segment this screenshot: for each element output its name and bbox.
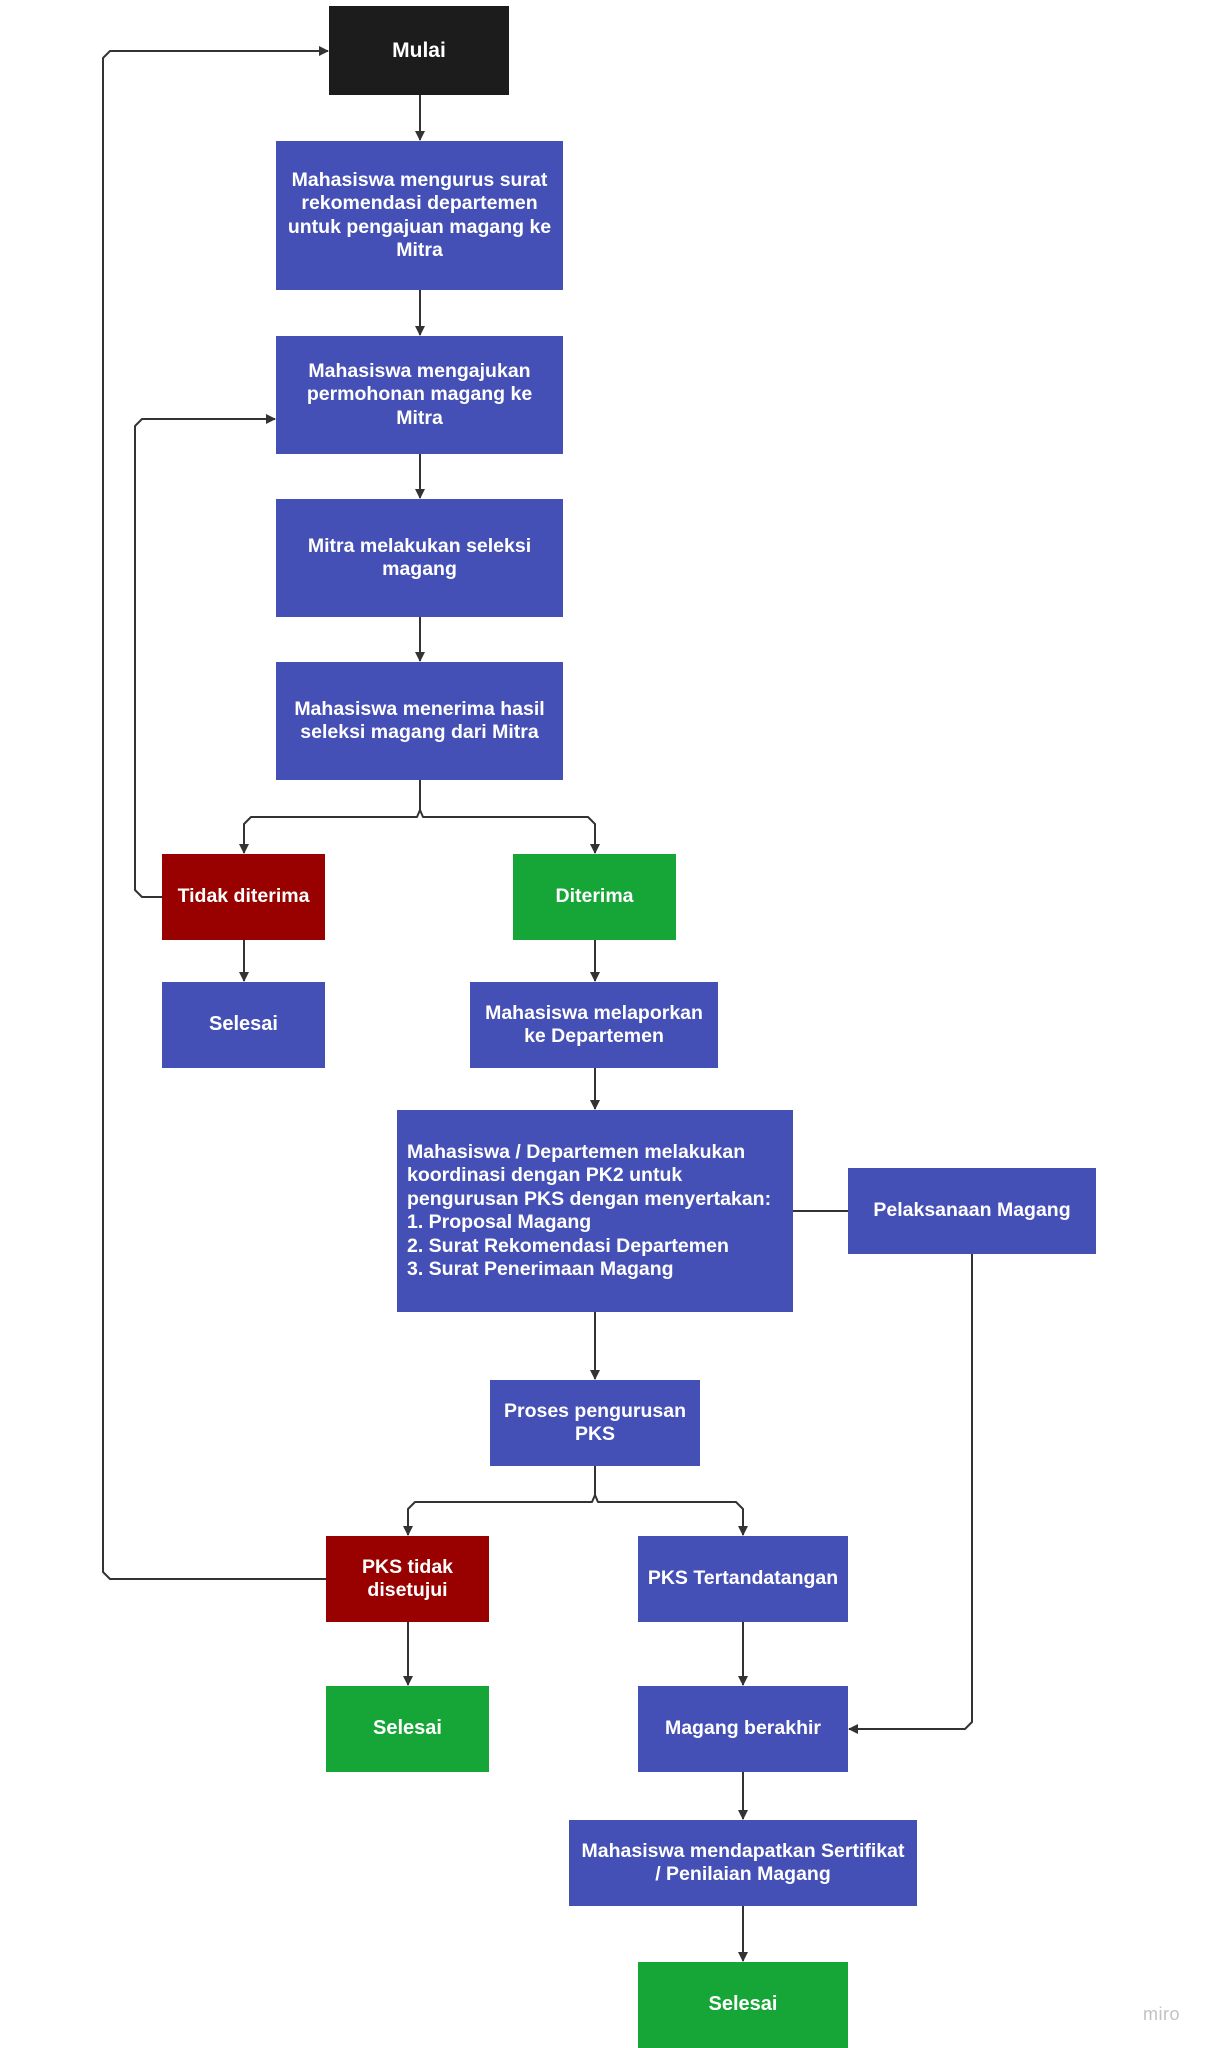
edge-proses-pks-to-pks-ttd — [594, 1466, 748, 1536]
sertifikat-node: Mahasiswa mendapatkan Sertifikat / Penil… — [569, 1820, 917, 1906]
edge-pks-tidak-to-start — [102, 46, 329, 1580]
edge-proses-pks-to-pks-tidak — [403, 1466, 596, 1536]
melapor-departemen-node: Mahasiswa melaporkan ke Departemen — [470, 982, 718, 1068]
koordinasi-pk2-node: Mahasiswa / Departemen melakukan koordin… — [397, 1110, 793, 1312]
diterima-node: Diterima — [513, 854, 676, 940]
pengajuan-node: Mahasiswa mengajukan permohonan magang k… — [276, 336, 563, 454]
edge-pelaksanaan-to-magang-berakhir — [848, 1254, 973, 1734]
magang-berakhir-node: Magang berakhir — [638, 1686, 848, 1772]
pks-tertandatangan-node: PKS Tertandatangan — [638, 1536, 848, 1622]
selesai-node-3: Selesai — [638, 1962, 848, 2048]
proses-pks-node: Proses pengurusan PKS — [490, 1380, 700, 1466]
selesai-node-1: Selesai — [162, 982, 325, 1068]
edge-hasil-to-tidak-diterima — [239, 780, 421, 854]
seleksi-node: Mitra melakukan seleksi magang — [276, 499, 563, 617]
pelaksanaan-magang-node: Pelaksanaan Magang — [848, 1168, 1096, 1254]
edge-tidak-diterima-to-pengajuan — [134, 414, 276, 898]
start-node: Mulai — [329, 6, 509, 95]
rekomendasi-node: Mahasiswa mengurus surat rekomendasi dep… — [276, 141, 563, 290]
tidak-diterima-node: Tidak diterima — [162, 854, 325, 940]
pks-tidak-disetujui-node: PKS tidak disetujui — [326, 1536, 489, 1622]
selesai-node-2: Selesai — [326, 1686, 489, 1772]
edge-hasil-to-diterima — [419, 780, 600, 854]
hasil-seleksi-node: Mahasiswa menerima hasil seleksi magang … — [276, 662, 563, 780]
miro-watermark: miro — [1143, 2004, 1180, 2024]
